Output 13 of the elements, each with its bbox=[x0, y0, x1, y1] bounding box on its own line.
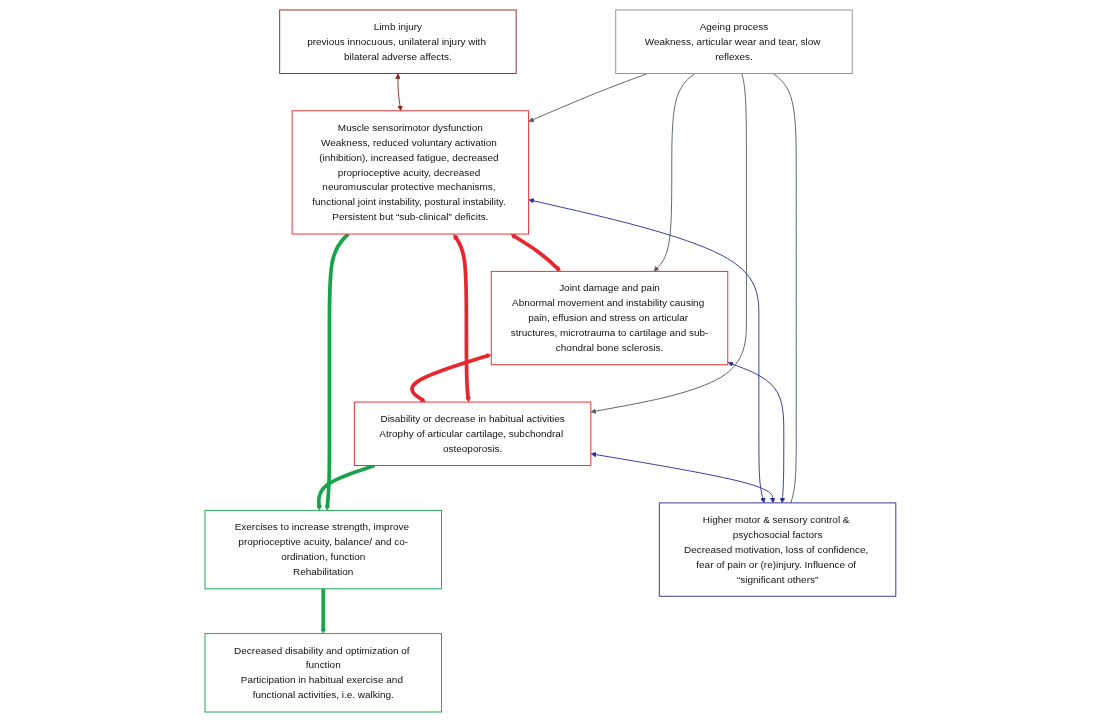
arrow bbox=[320, 588, 326, 634]
node-box: Joint damage and pain Abnormal movement and instability causing pain, effusion and stress on articular structures, microtrauma to cartilage and sub-chondral bone sclerosis. bbox=[490, 270, 728, 366]
node-box: Exercises to increase strength, improve proprioceptive acuity, balance/ and co-ordination, function Rehabilitation bbox=[204, 509, 442, 590]
arrow bbox=[452, 234, 471, 403]
node-box: Ageing process Weakness, articular wear and tear, slow reflexes. bbox=[614, 9, 853, 74]
arrow bbox=[510, 233, 561, 272]
node-box: Higher motor & sensory control & psychosocial factors Decreased motivation, loss of confidence, fear of pain or (re)injury. Influence of “significant others” bbox=[658, 502, 896, 597]
node-box: Disability or decrease in habitual activities Atrophy of articular cartilage, subchondral osteoporosis. bbox=[353, 401, 591, 466]
connector bbox=[772, 73, 797, 504]
node-box: Muscle sensorimotor dysfunction Weakness, reduced voluntary activation (inhibition), increased fatigue, decreased proprioceptive acuity, decreased neuromuscular protective mechanisms, functional joint instability, postural instability. Persistent but “sub-clinical” deficits. bbox=[291, 110, 529, 235]
node-box: Limb injury previous innocuous, unilateral injury with bilateral adverse affects. bbox=[278, 9, 517, 74]
node-box: Decreased disability and optimization of function Participation in habitual exercise and functional activities, i.e. walking. bbox=[204, 633, 442, 713]
arrow bbox=[409, 353, 491, 403]
